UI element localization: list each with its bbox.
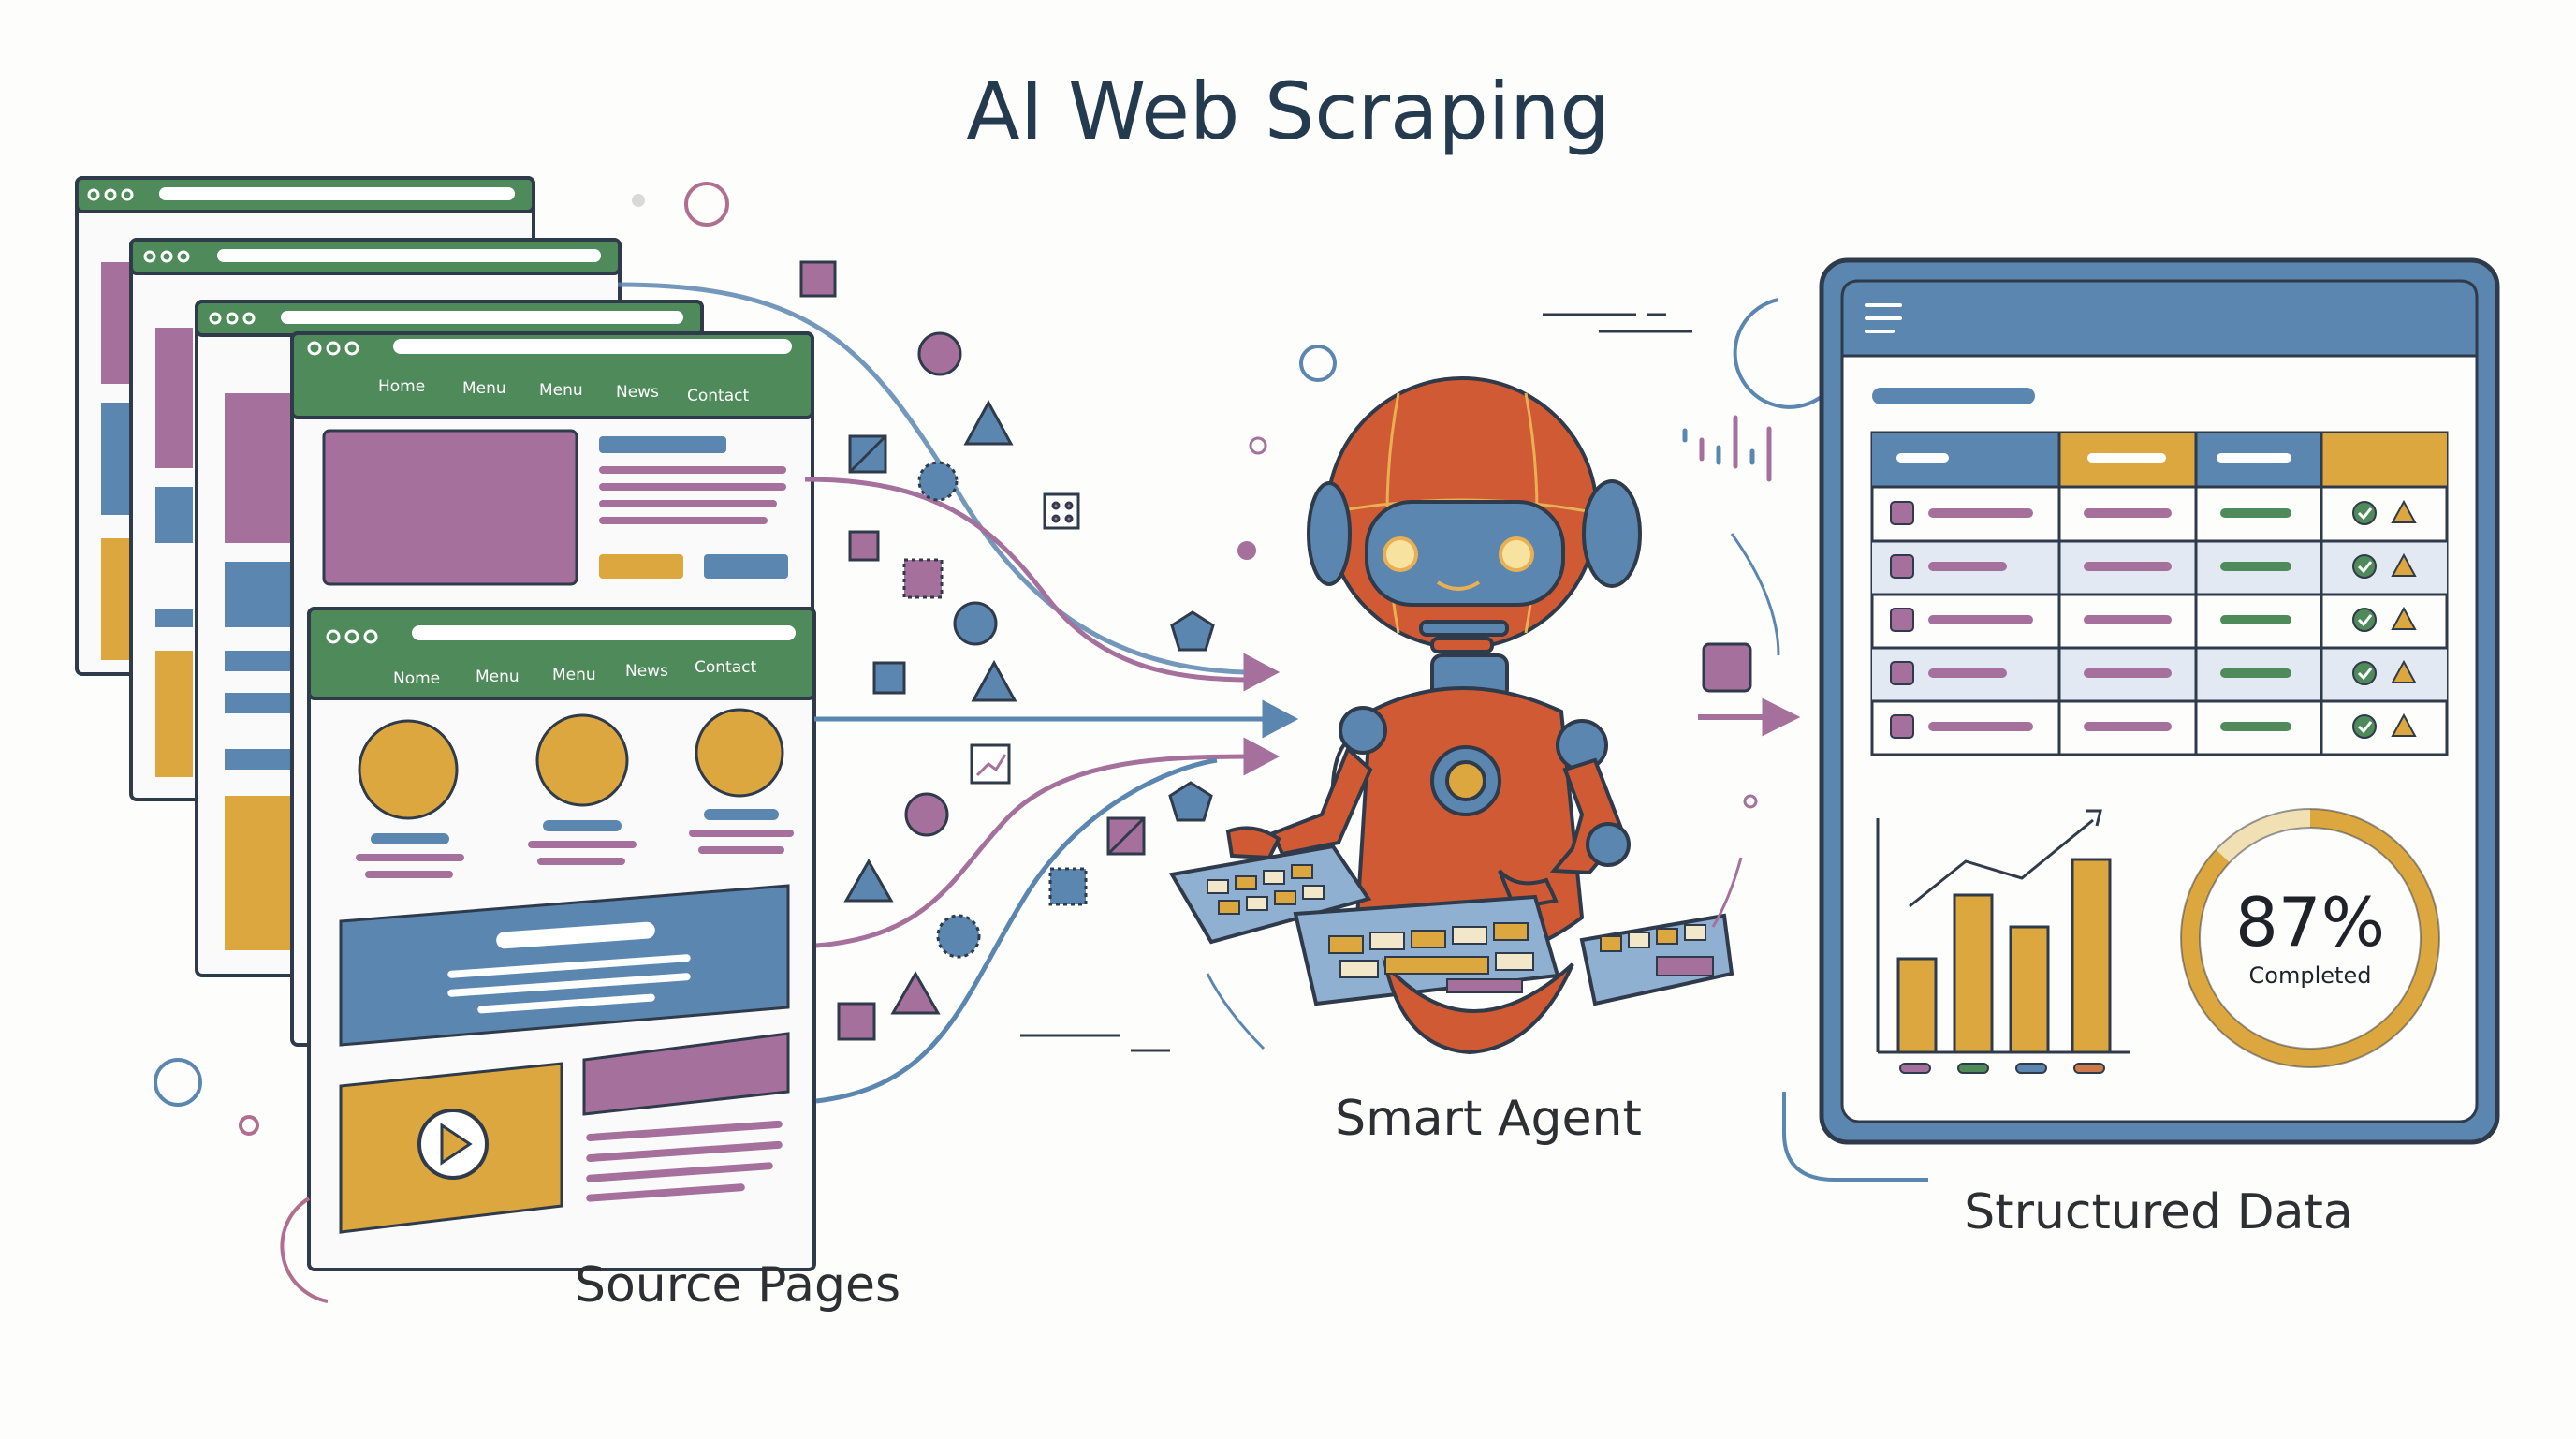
row-text-bar (2220, 508, 2291, 518)
browser-page-front: Nome Menu Menu News Contact (307, 607, 816, 1271)
warning-icon (2391, 499, 2417, 523)
row-text-bar (1928, 562, 2007, 571)
structured-data-panel: 87% Completed (1733, 257, 2500, 1182)
row-marker (1890, 714, 1914, 739)
check-icon (2357, 507, 2373, 521)
row-marker (1890, 661, 1914, 685)
row-text-bar (2220, 562, 2291, 571)
nav-item-contact[interactable]: Contact (695, 658, 756, 677)
check-icon (2352, 714, 2377, 739)
row-text-bar (2084, 615, 2172, 624)
smart-agent-label: Smart Agent (1335, 1091, 1642, 1147)
row-text-bar (2220, 615, 2291, 624)
page-title: AI Web Scraping (966, 66, 1610, 157)
row-text-bar (2084, 668, 2172, 678)
row-marker (1890, 501, 1914, 525)
row-text-bar (1928, 615, 2033, 624)
gauge-caption: Completed (2249, 962, 2372, 989)
warning-icon (2391, 712, 2417, 737)
check-icon (2357, 561, 2373, 574)
nav-item-home[interactable]: Home (378, 377, 425, 396)
nav-item-menu[interactable]: Menu (476, 668, 520, 686)
check-icon (2352, 501, 2377, 525)
warning-icon (2391, 659, 2417, 683)
row-text-bar (1928, 722, 2033, 731)
nav-item-news[interactable]: News (625, 662, 668, 681)
nav-item-news[interactable]: News (616, 383, 659, 402)
row-text-bar (2220, 722, 2291, 731)
check-icon (2357, 614, 2373, 627)
source-pages: Home Menu Menu News Contact Nome Menu Me… (75, 176, 816, 1303)
warning-icon (2391, 606, 2417, 630)
robot-agent (1168, 376, 1734, 1055)
nav-item-menu[interactable]: Menu (462, 379, 506, 398)
check-icon (2352, 661, 2377, 685)
row-text-bar (2220, 668, 2291, 678)
gauge-value: 87% (2235, 883, 2385, 962)
nav-item-home[interactable]: Nome (393, 669, 440, 688)
nav-item-menu[interactable]: Menu (552, 666, 596, 684)
check-icon (2357, 668, 2373, 681)
bar-chart (1876, 809, 2130, 1074)
keyboard-keys (1207, 864, 1714, 993)
row-text-bar (2084, 722, 2172, 731)
signal-bars (1682, 415, 1772, 482)
warning-icon (2391, 552, 2417, 577)
data-flow (617, 282, 1299, 1104)
progress-gauge: 87% Completed (2180, 808, 2440, 1068)
row-marker (1890, 554, 1914, 579)
row-text-bar (1928, 508, 2033, 518)
structured-data-label: Structured Data (1964, 1184, 2353, 1241)
row-text-bar (2084, 508, 2172, 518)
check-icon (2357, 721, 2373, 734)
check-icon (2352, 608, 2377, 632)
nav-item-menu[interactable]: Menu (539, 381, 583, 400)
row-text-bar (2084, 562, 2172, 571)
floating-data-shapes (799, 260, 1215, 1041)
hamburger-menu-icon[interactable] (1865, 303, 1902, 333)
nav-item-contact[interactable]: Contact (687, 387, 749, 405)
data-table (1870, 431, 2449, 756)
row-marker (1890, 608, 1914, 632)
row-text-bar (1928, 668, 2007, 678)
check-icon (2352, 554, 2377, 579)
source-pages-label: Source Pages (575, 1257, 900, 1314)
